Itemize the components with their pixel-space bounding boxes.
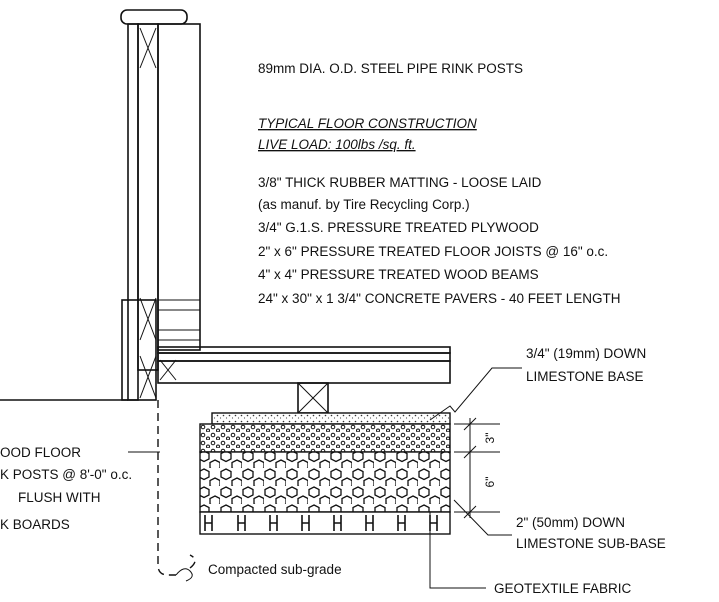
callout-base-1: 3/4" (19mm) DOWN [526,346,646,361]
callout-base-2: LIMESTONE BASE [526,369,644,384]
layer-note-1: (as manuf. by Tire Recycling Corp.) [258,197,470,212]
layer-note-0: 3/8" THICK RUBBER MATTING - LOOSE LAID [258,175,542,190]
limestone-sub-base [199,451,451,513]
dimension-lines [454,417,500,519]
sub-grade-outline [157,400,196,576]
callout-geotextile: GEOTEXTILE FABRIC [494,581,632,596]
steel-pipe-post [157,23,201,351]
callout-left-4: K BOARDS [0,517,70,532]
floor-joist [157,360,451,384]
live-load: LIVE LOAD: 100lbs /sq. ft. [258,137,416,152]
section-title: TYPICAL FLOOR CONSTRUCTION [258,116,477,131]
dim-6in: 6" [483,477,497,488]
layer-note-5: 24" x 30" x 1 3/4" CONCRETE PAVERS - 40 … [258,291,621,306]
sub-grade-curl [175,568,193,582]
plywood-sheathing [157,352,451,362]
leader-lines [128,367,522,589]
layer-note-3: 2" x 6" PRESSURE TREATED FLOOR JOISTS @ … [258,244,608,259]
layer-note-4: 4" x 4" PRESSURE TREATED WOOD BEAMS [258,267,539,282]
note-posts: 89mm DIA. O.D. STEEL PIPE RINK POSTS [258,61,523,76]
board-facing [127,23,139,401]
dim-3in: 3" [483,433,497,444]
callout-left-3: FLUSH WITH [18,490,101,505]
callout-subbase-1: 2" (50mm) DOWN [516,515,625,530]
rubber-matting [157,346,451,354]
callout-subbase-2: LIMESTONE SUB-BASE [516,536,666,551]
callout-subgrade: Compacted sub-grade [208,562,342,577]
layer-note-2: 3/4" G.1.S. PRESSURE TREATED PLYWOOD [258,220,539,235]
callout-left-1: OOD FLOOR [0,445,81,460]
floor-deck [157,346,451,414]
concrete-paver [211,412,451,425]
callout-left-2: K POSTS @ 8'-0" o.c. [0,467,132,482]
rink-post-assembly [0,9,201,401]
post-cap [120,9,188,25]
limestone-base [199,423,451,453]
geotextile-band [199,511,451,535]
post-side-panel [121,299,157,401]
